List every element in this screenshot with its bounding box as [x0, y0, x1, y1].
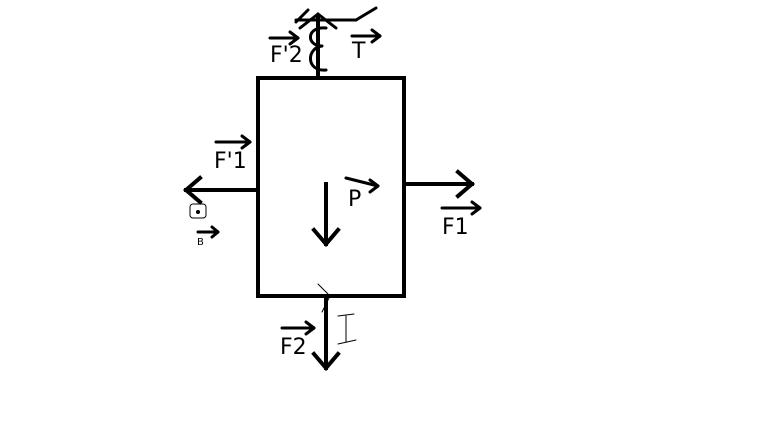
- b-vector-mark: [196, 225, 220, 239]
- p-label: P: [348, 187, 361, 212]
- i-beam-mark: [337, 313, 357, 345]
- body-rectangle: [256, 76, 406, 298]
- stray-strokes: [317, 283, 331, 313]
- f1-arrow: [402, 169, 476, 199]
- f2-label: F2: [280, 335, 307, 360]
- t-label: T: [351, 39, 366, 64]
- f1-prime-label: F'1: [214, 149, 247, 174]
- f2-arrow: [311, 294, 341, 372]
- t-vector-mark: [350, 28, 382, 44]
- b-label: B: [197, 237, 204, 248]
- f1-prime-vector-mark: [214, 134, 252, 150]
- p-arrow: [311, 182, 341, 248]
- f2-prime-label: F'2: [270, 43, 303, 68]
- f1-label: F1: [442, 215, 469, 240]
- hook-symbol: [294, 6, 378, 80]
- f1-vector-mark: [440, 200, 482, 216]
- f1-prime-arrow: [182, 175, 260, 205]
- p-vector-mark: [344, 176, 380, 194]
- point-b-marker: [189, 203, 207, 219]
- f2-prime-vector-mark: [268, 30, 300, 46]
- f2-vector-mark: [280, 320, 316, 336]
